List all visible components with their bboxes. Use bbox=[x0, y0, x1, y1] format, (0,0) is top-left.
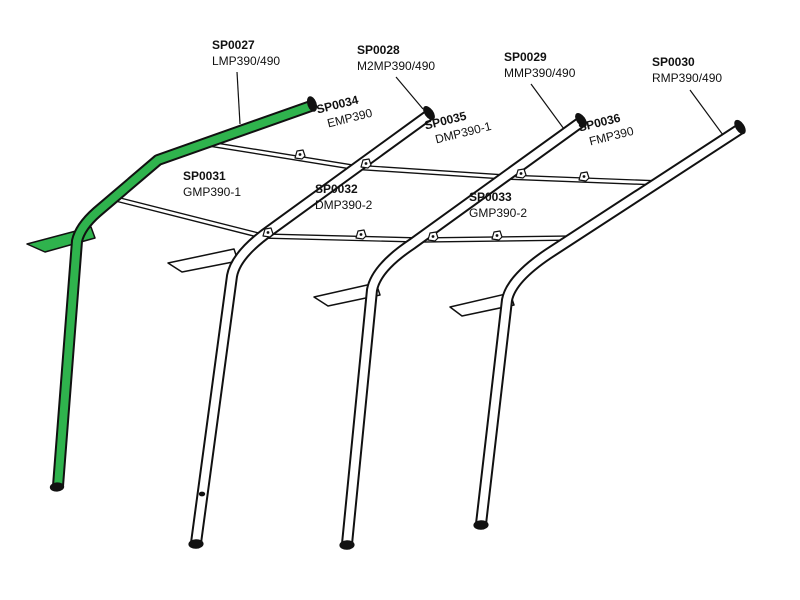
model-code: M2MP390/490 bbox=[357, 58, 436, 73]
center-main-pole-2 bbox=[339, 113, 587, 550]
pole-bottom-cap bbox=[49, 482, 65, 492]
leader-line-sp0027 bbox=[236, 71, 241, 125]
label-sp0030: SP0030 RMP390/490 bbox=[652, 55, 722, 86]
part-number: SP0029 bbox=[504, 50, 547, 64]
pole-bottom-cap bbox=[339, 540, 355, 550]
label-sp0033: SP0033 GMP390-2 bbox=[469, 190, 527, 221]
label-sp0031: SP0031 GMP390-1 bbox=[183, 169, 241, 200]
model-code: DMP390-2 bbox=[315, 197, 373, 212]
pole-bottom-cap bbox=[188, 539, 204, 549]
part-number: SP0032 bbox=[315, 182, 358, 196]
part-number: SP0031 bbox=[183, 169, 226, 183]
part-number: SP0033 bbox=[469, 190, 512, 204]
right-main-pole bbox=[473, 119, 746, 530]
leader-line-sp0030 bbox=[689, 89, 724, 136]
label-sp0029: SP0029 MMP390/490 bbox=[504, 50, 575, 81]
label-sp0028: SP0028 M2MP390/490 bbox=[357, 43, 435, 74]
part-number: SP0030 bbox=[652, 55, 695, 69]
pole-bolt-hole bbox=[198, 491, 206, 497]
pole-bottom-cap bbox=[473, 520, 489, 530]
model-code: LMP390/490 bbox=[212, 53, 281, 68]
model-code: RMP390/490 bbox=[652, 70, 723, 85]
pole4-bracket bbox=[449, 292, 515, 317]
leader-line-sp0028 bbox=[395, 76, 424, 110]
pole-top-cap bbox=[306, 96, 318, 112]
rail-clamp-fittings bbox=[262, 149, 590, 242]
model-code: GMP390-1 bbox=[183, 184, 242, 199]
model-code: GMP390-2 bbox=[469, 205, 528, 220]
leader-line-sp0029 bbox=[530, 83, 565, 130]
part-number: SP0027 bbox=[212, 38, 255, 52]
label-sp0032: SP0032 DMP390-2 bbox=[315, 182, 372, 213]
left-pole-surface bbox=[54, 102, 313, 487]
left-main-pole-highlighted bbox=[49, 96, 318, 492]
pole-top-cap bbox=[734, 119, 746, 135]
pole-top-cap bbox=[575, 113, 587, 127]
label-sp0027: SP0027 LMP390/490 bbox=[212, 38, 280, 69]
pole3-bracket bbox=[313, 282, 381, 307]
part-number: SP0028 bbox=[357, 43, 400, 57]
pole2-bracket bbox=[167, 248, 239, 273]
pole-top-cap bbox=[423, 106, 435, 120]
model-code: MMP390/490 bbox=[504, 65, 576, 80]
